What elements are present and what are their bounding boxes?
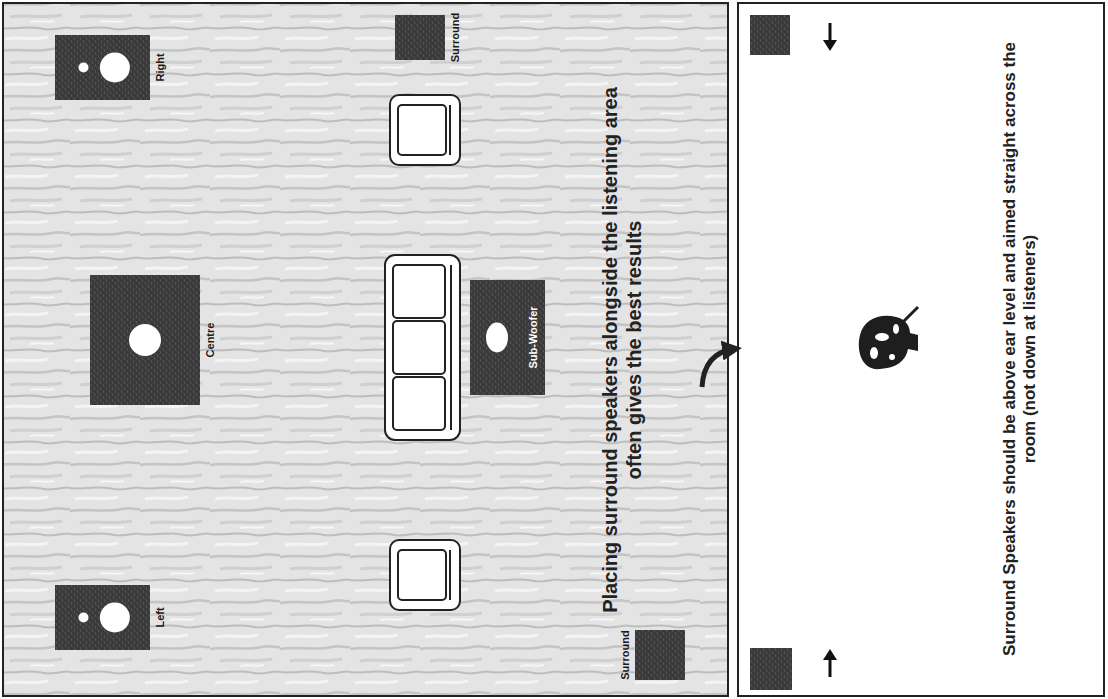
surround-speaker: Surround: [395, 15, 445, 60]
pointer-arrow: [702, 349, 734, 387]
armchair: [390, 540, 460, 610]
centre-speaker: Centre: [90, 275, 200, 405]
subwoofer: Sub-Woofer: [470, 280, 545, 395]
surround-speaker: Surround: [635, 630, 685, 680]
speaker-label: Centre: [204, 323, 216, 358]
speaker-face: [55, 585, 150, 650]
speaker-face: [55, 35, 150, 100]
aim-arrow: [823, 649, 837, 677]
speaker-label: Left: [154, 607, 166, 627]
surround-speaker: [750, 15, 790, 55]
side-panel: [738, 3, 1104, 696]
speaker-label: Right: [154, 53, 166, 81]
placement-note: Placing surround speakers alongside the …: [598, 80, 646, 620]
speaker-label: Surround: [449, 13, 461, 63]
listener-head: [859, 307, 918, 369]
speaker-label: Surround: [619, 630, 631, 680]
speaker-face: [635, 630, 685, 680]
speaker-label: Sub-Woofer: [527, 306, 539, 368]
front-speaker: Left: [55, 585, 150, 650]
speaker-face: [395, 15, 445, 60]
room-panel: [3, 3, 728, 696]
sofa: [385, 255, 460, 440]
height-note: Surround Speakers should be above ear le…: [1000, 39, 1041, 659]
speaker-face: [90, 275, 200, 405]
aim-arrow: [823, 23, 837, 51]
surround-speaker: [750, 648, 792, 690]
front-speaker: Right: [55, 35, 150, 100]
armchair: [390, 95, 460, 165]
